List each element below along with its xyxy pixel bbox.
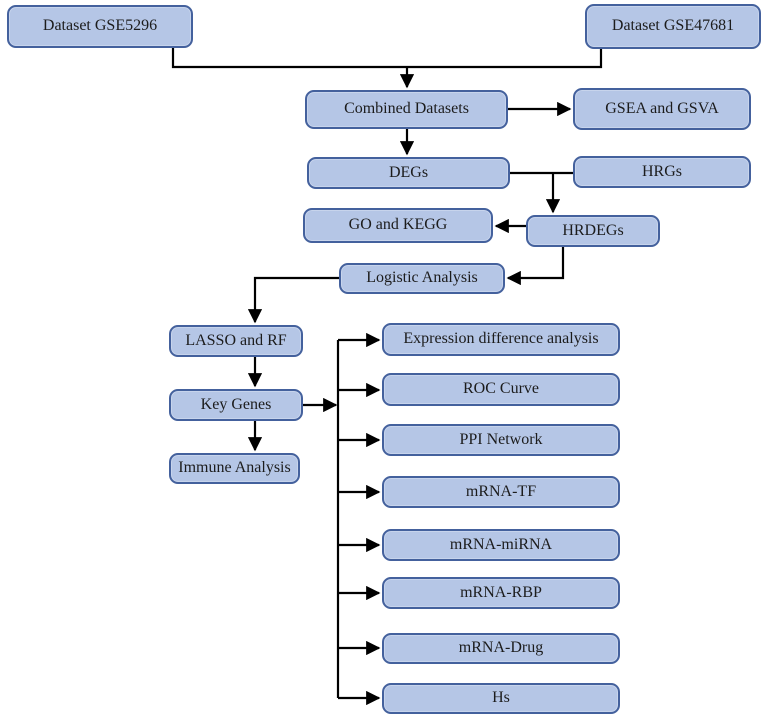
connector-top-merge-bar — [171, 48, 603, 69]
node-roc-curve: ROC Curve — [382, 373, 620, 406]
node-key-genes: Key Genes — [169, 389, 303, 421]
node-dataset-gse47681: Dataset GSE47681 — [585, 4, 761, 49]
node-ppi-network: PPI Network — [382, 424, 620, 456]
node-mrna-rbp: mRNA-RBP — [382, 577, 620, 609]
node-hrgs: HRGs — [573, 156, 751, 188]
node-mrna-tf: mRNA-TF — [382, 476, 620, 508]
node-logistic-analysis: Logistic Analysis — [339, 263, 505, 294]
node-mrna-mirna: mRNA-miRNA — [382, 529, 620, 561]
node-mrna-drug: mRNA-Drug — [382, 633, 620, 664]
node-hs: Hs — [382, 683, 620, 714]
connector-hrdegs-to-logistic — [506, 247, 565, 286]
node-expression-difference-analysis: Expression difference analysis — [382, 323, 620, 356]
node-combined-datasets: Combined Datasets — [305, 90, 508, 129]
node-gsea-gsva: GSEA and GSVA — [573, 88, 751, 130]
node-immune-analysis: Immune Analysis — [169, 453, 300, 484]
connector-logistic-to-lasso — [247, 276, 339, 324]
node-degs: DEGs — [307, 157, 510, 189]
node-hrdegs: HRDEGs — [526, 215, 660, 247]
node-go-kegg: GO and KEGG — [303, 208, 493, 243]
node-dataset-gse5296: Dataset GSE5296 — [7, 5, 193, 48]
node-lasso-rf: LASSO and RF — [169, 325, 303, 357]
